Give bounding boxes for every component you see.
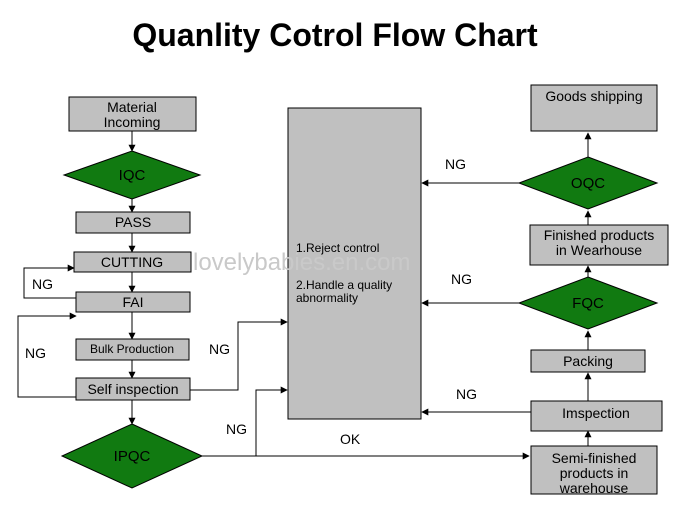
node-reject-control[interactable]: 1.Reject control 2.Handle a quality abno… xyxy=(287,107,422,420)
label-ng-fqc: NG xyxy=(451,271,472,287)
node-material-incoming[interactable]: Material Incoming xyxy=(68,96,197,132)
svg-text:abnormality: abnormality xyxy=(296,291,358,305)
node-iqc[interactable]: IQC xyxy=(62,150,202,200)
node-self-inspection[interactable]: Self inspection xyxy=(75,377,191,401)
svg-text:Self inspection: Self inspection xyxy=(87,381,178,397)
node-fqc[interactable]: FQC xyxy=(517,276,659,330)
node-oqc[interactable]: OQC xyxy=(517,156,659,210)
label-ng-oqc: NG xyxy=(445,156,466,172)
node-bulk-production[interactable]: Bulk Production xyxy=(75,338,190,361)
edge-self-fai-loop xyxy=(17,312,77,398)
svg-text:Finished products: Finished products xyxy=(544,227,655,243)
label-ng-self-inspection: NG xyxy=(209,341,230,357)
label-ng-bulk-loop: NG xyxy=(25,345,46,361)
svg-text:OQC: OQC xyxy=(571,175,605,192)
watermark: lovelybabies.en.com xyxy=(193,249,410,276)
svg-text:warehouse: warehouse xyxy=(559,480,629,496)
svg-text:IPQC: IPQC xyxy=(114,448,151,465)
edge-self-reject xyxy=(190,318,288,391)
svg-text:IQC: IQC xyxy=(119,167,146,184)
svg-text:Imspection: Imspection xyxy=(562,405,630,421)
svg-text:Material: Material xyxy=(107,99,157,115)
node-goods-shipping[interactable]: Goods shipping xyxy=(530,84,658,132)
svg-text:Incoming: Incoming xyxy=(104,114,161,130)
node-inspection[interactable]: Imspection xyxy=(530,400,663,432)
edge-fai-cutting-loop xyxy=(23,264,76,299)
node-pass[interactable]: PASS xyxy=(75,211,191,234)
svg-text:2.Handle a quality: 2.Handle a quality xyxy=(296,278,392,292)
node-finished-products[interactable]: Finished products in Wearhouse xyxy=(529,224,669,266)
node-packing[interactable]: Packing xyxy=(530,349,646,373)
node-semi-finished[interactable]: Semi-finished products in warehouse xyxy=(530,445,658,496)
svg-text:Goods shipping: Goods shipping xyxy=(545,88,642,104)
chart-title: Quanlity Cotrol Flow Chart xyxy=(132,17,538,53)
svg-text:in Wearhouse: in Wearhouse xyxy=(556,242,642,258)
label-ng-ipqc: NG xyxy=(226,421,247,437)
svg-text:Bulk Production: Bulk Production xyxy=(90,342,174,356)
label-ng-cutting-loop: NG xyxy=(32,276,53,292)
label-ng-inspection: NG xyxy=(456,386,477,402)
svg-text:FQC: FQC xyxy=(572,295,604,312)
label-ok-ipqc: OK xyxy=(340,431,361,447)
svg-text:1.Reject control: 1.Reject control xyxy=(296,241,379,255)
svg-text:Packing: Packing xyxy=(563,353,613,369)
svg-text:FAI: FAI xyxy=(122,294,143,310)
svg-text:CUTTING: CUTTING xyxy=(101,254,163,270)
edge-ipqc-reject xyxy=(255,386,288,456)
node-fai[interactable]: FAI xyxy=(75,291,191,313)
node-cutting[interactable]: CUTTING xyxy=(73,251,192,273)
svg-text:Semi-finished: Semi-finished xyxy=(552,450,637,466)
svg-text:products in: products in xyxy=(560,465,628,481)
svg-text:PASS: PASS xyxy=(115,214,151,230)
node-ipqc[interactable]: IPQC xyxy=(60,423,204,489)
